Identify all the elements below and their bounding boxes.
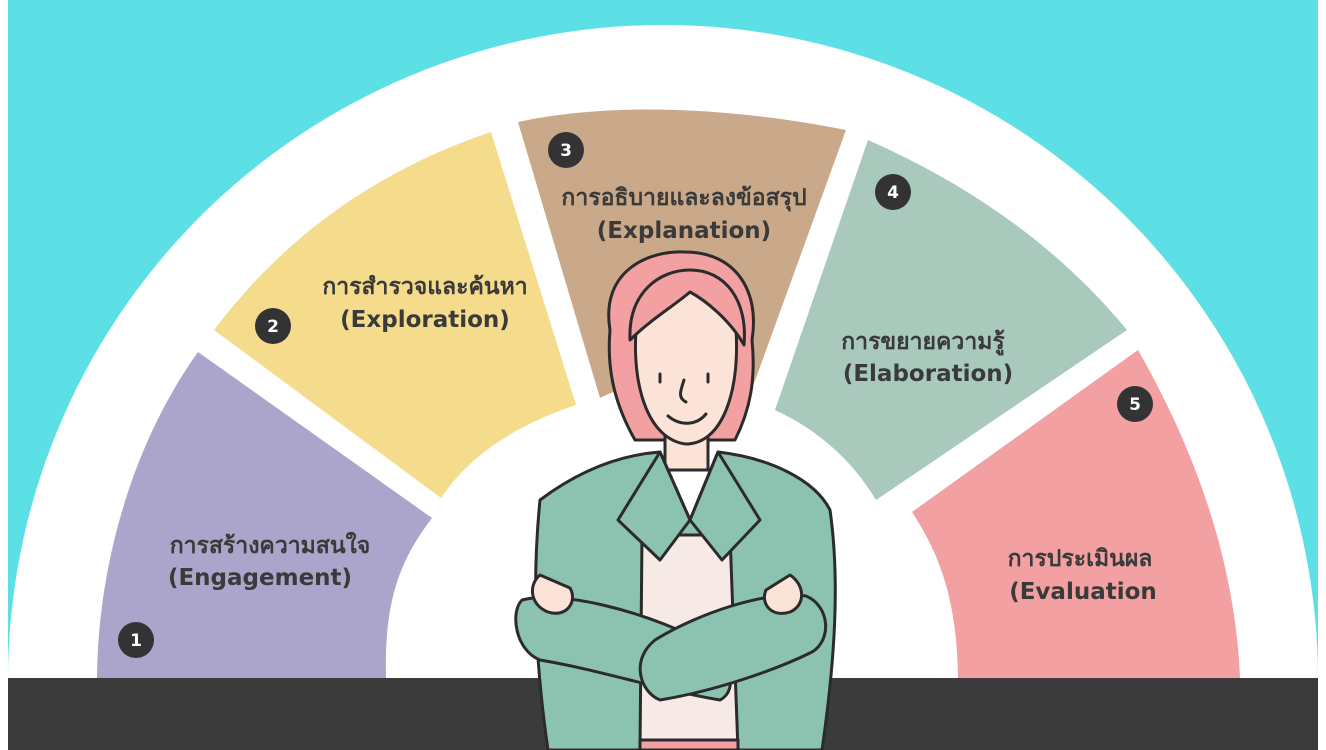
right-arm bbox=[638, 593, 827, 702]
segment-2-thai-label: การสำรวจและค้นหา bbox=[322, 274, 527, 300]
segment-elaboration bbox=[775, 140, 1127, 500]
badge-4: 4 bbox=[875, 174, 911, 210]
badge-2-circle bbox=[255, 308, 291, 344]
right-edge bbox=[1318, 0, 1326, 750]
left-lapel bbox=[616, 450, 692, 562]
left-edge bbox=[0, 0, 8, 750]
segment-1-english-label: (Engagement) bbox=[168, 565, 352, 591]
segment-3-english-label: (Explanation) bbox=[597, 218, 771, 244]
badge-2: 2 bbox=[255, 308, 291, 344]
mouth bbox=[666, 412, 708, 425]
badge-2-number: 2 bbox=[267, 317, 279, 337]
hair-front bbox=[628, 268, 746, 347]
segment-exploration bbox=[214, 132, 576, 498]
woman-illustration bbox=[514, 250, 837, 750]
badge-1-circle bbox=[118, 622, 154, 658]
segment-1-thai-label: การสร้างความสนใจ bbox=[170, 531, 371, 559]
segment-4-english-label: (Elaboration) bbox=[843, 361, 1013, 387]
segment-5-thai-label: การประเมินผล bbox=[1008, 546, 1153, 572]
badge-3-circle bbox=[548, 132, 584, 168]
segment-evaluation bbox=[912, 350, 1240, 678]
right-hand bbox=[763, 573, 804, 615]
badge-1: 1 bbox=[118, 622, 154, 658]
badge-5: 5 bbox=[1117, 386, 1153, 422]
badge-4-number: 4 bbox=[887, 183, 899, 203]
badge-1-number: 1 bbox=[130, 631, 142, 651]
badge-4-circle bbox=[875, 174, 911, 210]
segment-5-english-label: (Evaluation bbox=[1009, 579, 1157, 605]
left-hand bbox=[531, 573, 574, 615]
nose bbox=[679, 378, 688, 404]
badge-5-number: 5 bbox=[1129, 395, 1141, 415]
segment-engagement bbox=[97, 352, 432, 678]
belt bbox=[638, 738, 740, 750]
segment-3-thai-label: การอธิบายและลงข้อสรุป bbox=[561, 185, 806, 212]
segment-4-thai-label: การขยายความรู้ bbox=[841, 329, 1005, 356]
badge-3-number: 3 bbox=[560, 141, 572, 161]
badge-3: 3 bbox=[548, 132, 584, 168]
badge-5-circle bbox=[1117, 386, 1153, 422]
segment-2-english-label: (Exploration) bbox=[340, 307, 510, 333]
right-lapel bbox=[688, 450, 762, 562]
